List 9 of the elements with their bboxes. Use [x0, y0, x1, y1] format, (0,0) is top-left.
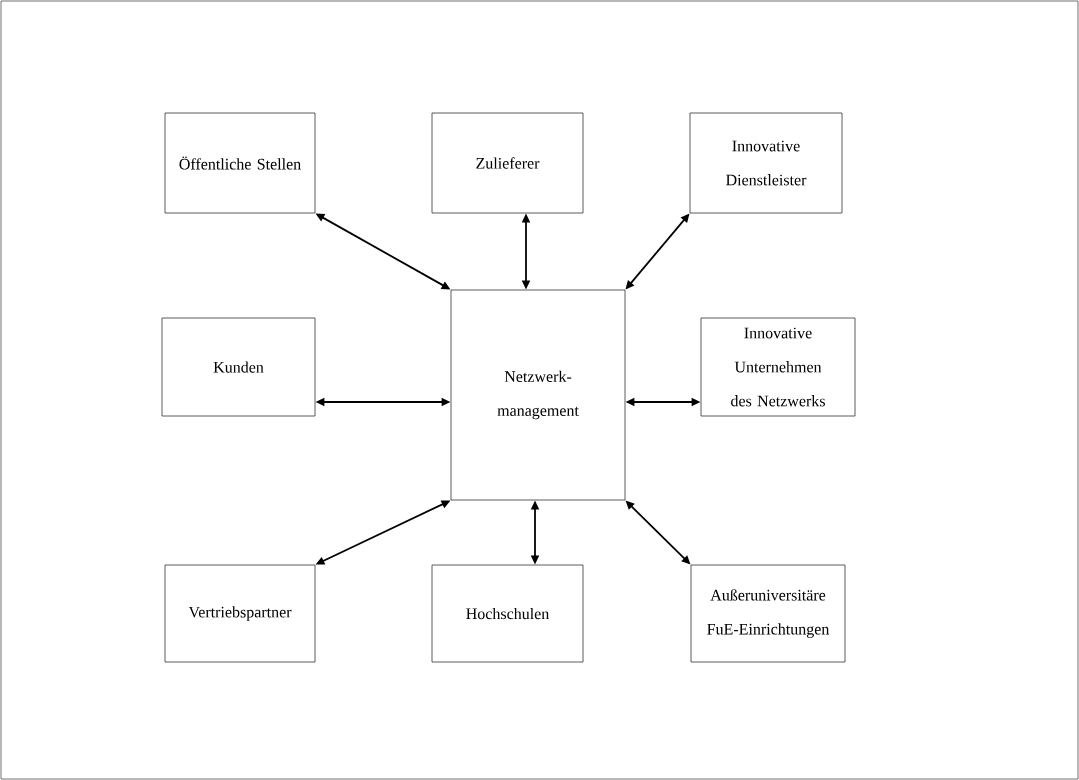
- box: Innovative Unternehmen des Netzwerks: [700, 317, 856, 417]
- box: Vertriebspartner: [164, 564, 316, 663]
- box: Netzwerk- management: [450, 289, 626, 501]
- box: Öffentliche Stellen: [164, 112, 316, 214]
- box: Zulieferer: [431, 112, 584, 214]
- box: Außeruniversitäre FuE-Einrichtungen: [690, 564, 846, 663]
- box: Hochschulen: [431, 564, 584, 663]
- box: Innovative Dienstleister: [689, 112, 843, 214]
- box: Kunden: [161, 317, 316, 417]
